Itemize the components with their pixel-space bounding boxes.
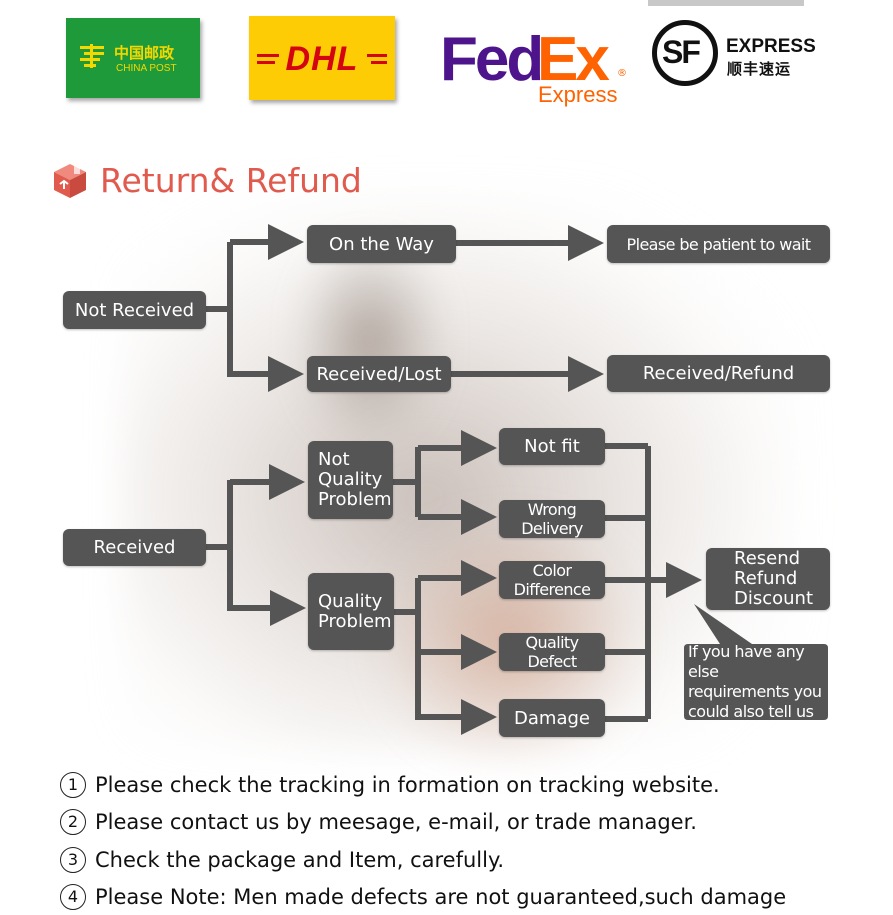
note-text: Check the package and Item, carefully. — [95, 847, 505, 872]
resolution-node: Resend Refund Discount — [706, 548, 830, 610]
fedex-registered-mark: ® — [617, 68, 627, 79]
fedex-ex: Ex — [537, 25, 610, 94]
on-the-way-node: On the Way — [307, 225, 456, 263]
not-fit-node: Not fit — [499, 428, 605, 465]
china-post-english-name: CHINA POST — [116, 63, 177, 74]
note-text: Please contact us by meesage, e-mail, or… — [95, 810, 697, 835]
dhl-wordmark: DHL — [285, 40, 359, 78]
dhl-logo: DHL — [249, 16, 395, 100]
not-quality-problem-node: Not Quality Problem — [308, 441, 393, 519]
not-received-node: Not Received — [63, 291, 206, 329]
section-title: Return& Refund — [100, 160, 362, 200]
note-item: 2 Please contact us by meesage, e-mail, o… — [60, 804, 786, 842]
note-number: 1 — [60, 771, 86, 798]
sf-letters: SF — [662, 34, 701, 70]
color-difference-node: Color Difference — [499, 561, 605, 599]
fedex-fed: Fed — [440, 25, 544, 94]
section-header: Return& Refund — [50, 160, 362, 200]
sf-express-text: EXPRESS — [726, 36, 816, 57]
note-number: 3 — [60, 846, 86, 873]
china-post-logo: 中国邮政 CHINA POST — [66, 18, 200, 98]
wrong-delivery-node: Wrong Delivery — [499, 500, 605, 538]
note-number: 2 — [60, 809, 86, 836]
damage-node: Damage — [499, 699, 605, 737]
requirements-bubble: If you have any else requirements you co… — [688, 642, 822, 721]
sf-circle-icon — [652, 20, 718, 86]
note-text: Please check the tracking in formation o… — [95, 772, 720, 797]
notes-list: 1 Please check the tracking in formation … — [60, 766, 786, 915]
background-figure-blur — [300, 240, 440, 440]
received-lost-node: Received/Lost — [307, 356, 451, 392]
quality-defect-node: Quality Defect — [499, 633, 605, 671]
note-item: 3 Check the package and Item, carefully. — [60, 841, 786, 879]
note-text: Please Note: Men made defects are not gu… — [95, 885, 787, 910]
received-refund-node: Received/Refund — [607, 355, 830, 392]
fedex-express: Express — [538, 82, 618, 107]
china-post-emblem-icon — [80, 44, 104, 68]
note-number: 4 — [60, 884, 86, 911]
fedex-logo: Fed Ex ® Express — [440, 24, 640, 114]
quality-problem-node: Quality Problem — [308, 573, 394, 650]
speech-bubble-shape — [684, 604, 828, 720]
sf-chinese-name: 顺丰速运 — [727, 60, 792, 78]
note-item: 1 Please check the tracking in formation … — [60, 766, 786, 804]
patient-wait-node: Please be patient to wait — [607, 225, 830, 263]
received-node: Received — [63, 529, 206, 566]
sf-express-logo: SF EXPRESS 顺丰速运 — [648, 0, 818, 92]
box-icon — [54, 164, 86, 198]
sf-divider-bar — [648, 0, 804, 6]
china-post-chinese-name: 中国邮政 — [114, 44, 175, 62]
note-item: 4 Please Note: Men made defects are not g… — [60, 879, 786, 915]
